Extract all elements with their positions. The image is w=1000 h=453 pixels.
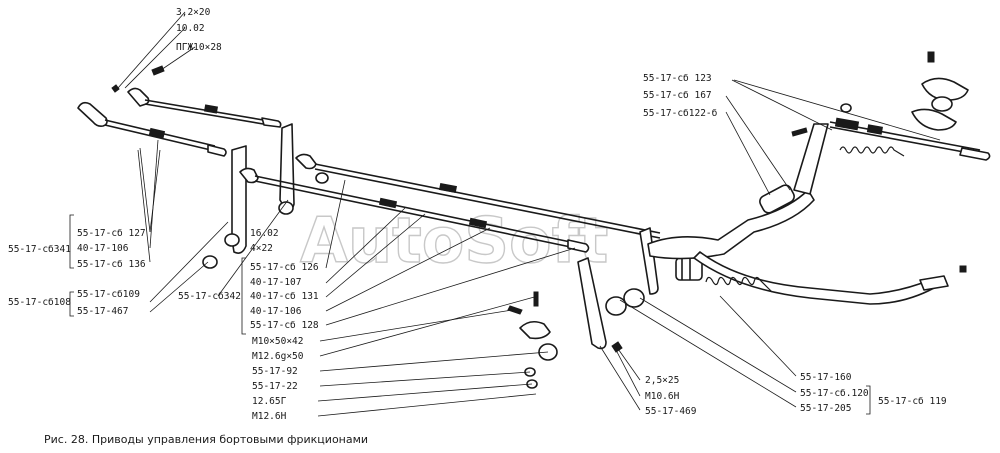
springs: [705, 146, 905, 293]
label-40-17-106-a: 40-17-106: [77, 243, 129, 254]
label-55-17-sb119: 55-17-сб 119: [878, 396, 947, 407]
label-55-17-sb120: 55-17-сб.120: [800, 388, 869, 399]
right-cross-shaft: [647, 123, 967, 305]
leader-lines: [69, 11, 941, 417]
label-55-17-sb341: 55-17-сб341: [8, 244, 71, 255]
label-55-17-92: 55-17-92: [252, 366, 298, 377]
label-16-02: 16.02: [250, 228, 279, 239]
part-labels: 3,2×20 10.02 ПГЖ10×28 55-17-сб 123 55-17…: [8, 7, 947, 422]
label-55-17-sb136: 55-17-сб 136: [77, 259, 146, 270]
label-55-17-sb122-b: 55-17-сб122-б: [643, 108, 718, 119]
label-12-65g: 12.65Г: [252, 396, 287, 407]
label-55-17-205: 55-17-205: [800, 403, 851, 414]
label-m12-6g-x50: М12.6g×50: [252, 351, 304, 362]
label-2-5x25: 2,5×25: [645, 375, 679, 386]
label-55-17-sb167: 55-17-сб 167: [643, 90, 712, 101]
center-pedal-levers: [507, 227, 703, 389]
label-40-17-sb131: 40-17-сб 131: [250, 291, 319, 302]
label-40-17-106-b: 40-17-106: [250, 306, 302, 317]
label-3-2x20: 3,2×20: [176, 7, 211, 18]
figure-caption: Рис. 28. Приводы управления бортовыми фр…: [44, 433, 368, 446]
upper-left-rod: [111, 65, 282, 128]
label-55-17-sb123: 55-17-сб 123: [643, 73, 712, 84]
label-55-17-sb342: 55-17-сб342: [178, 291, 241, 302]
upper-right-rod: [829, 117, 991, 161]
lever-assembly-left: [202, 123, 295, 269]
label-55-17-sb126: 55-17-сб 126: [250, 262, 319, 273]
watermark: AutoSoft: [300, 204, 608, 277]
label-55-17-sb128: 55-17-сб 128: [250, 320, 319, 331]
label-m12-6n: М12.6Н: [252, 411, 287, 422]
label-55-17-22: 55-17-22: [252, 381, 298, 392]
label-m10-6n: М10.6Н: [645, 391, 680, 402]
label-55-17-160: 55-17-160: [800, 372, 852, 383]
label-m10x50x42: М10×50×42: [252, 336, 303, 347]
label-55-17-sb109: 55-17-сб109: [77, 289, 140, 300]
right-brackets: [791, 51, 969, 137]
label-10-02: 10.02: [176, 23, 205, 34]
label-55-17-sb127: 55-17-сб 127: [77, 228, 146, 239]
label-55-17-sb108: 55-17-сб108: [8, 297, 71, 308]
left-linkage-rod: [77, 101, 227, 157]
center-long-rods: [239, 153, 661, 253]
label-55-17-469: 55-17-469: [645, 406, 697, 417]
label-4x22: 4×22: [250, 243, 273, 254]
label-40-17-107: 40-17-107: [250, 277, 301, 288]
label-pgzh10x28: ПГЖ10×28: [176, 42, 222, 53]
label-55-17-467: 55-17-467: [77, 306, 128, 317]
